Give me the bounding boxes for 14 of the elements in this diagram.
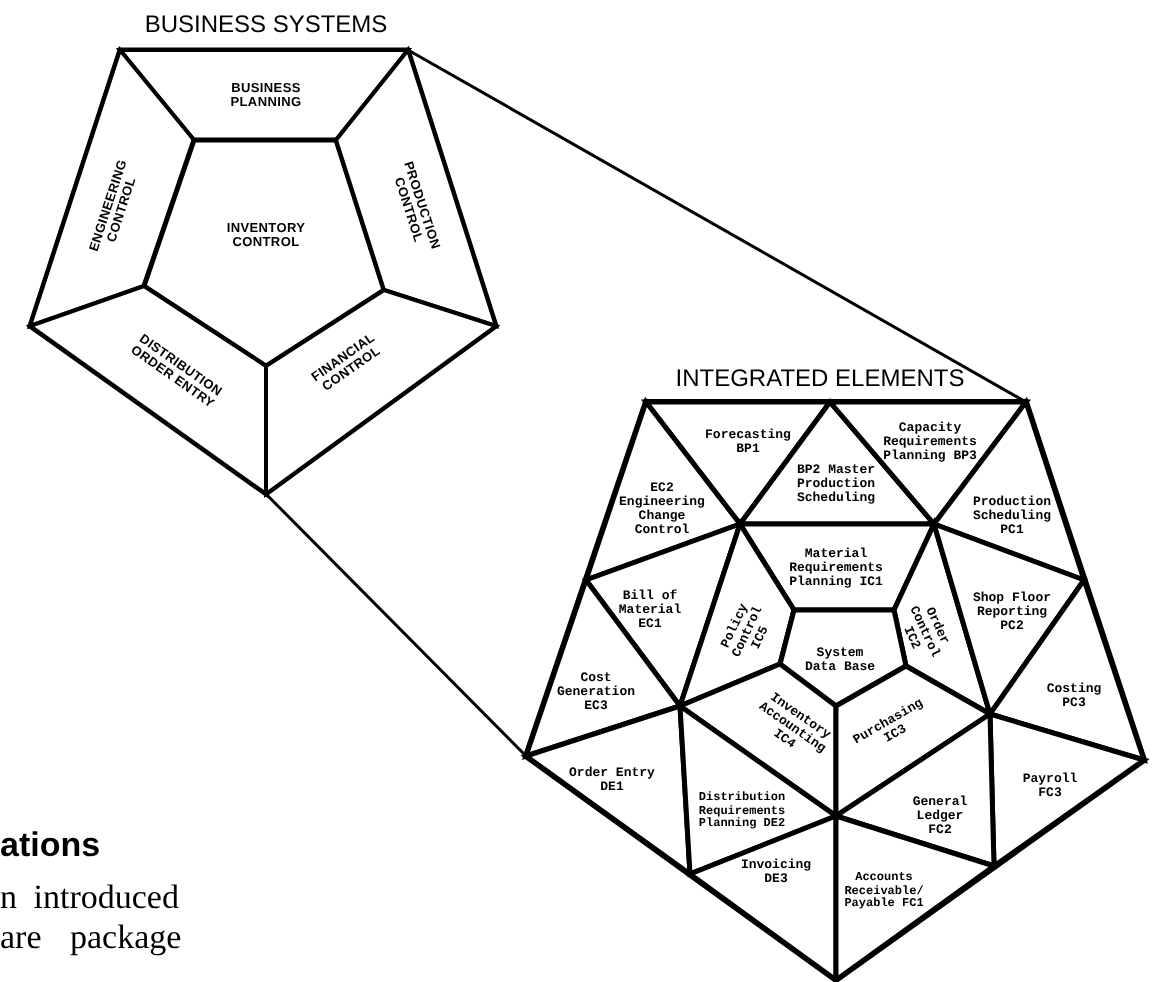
pentagon-segment <box>336 50 496 326</box>
text-fragment: are package <box>0 920 182 954</box>
projection-line <box>407 48 1027 404</box>
pentagon-segment <box>690 816 836 980</box>
node-heading: BUSINESS SYSTEMS <box>144 12 388 36</box>
pentagon-segment <box>30 286 266 494</box>
text-fragment: n introduced <box>0 880 179 914</box>
projection-line <box>264 492 528 758</box>
pentagon-segment <box>30 50 194 326</box>
text-fragment: ations <box>0 828 101 862</box>
pentagon-segment <box>266 290 496 494</box>
pentagon-segment <box>990 714 1144 866</box>
pentagon-segment <box>526 706 690 874</box>
node-heading: INTEGRATED ELEMENTS <box>675 366 965 390</box>
